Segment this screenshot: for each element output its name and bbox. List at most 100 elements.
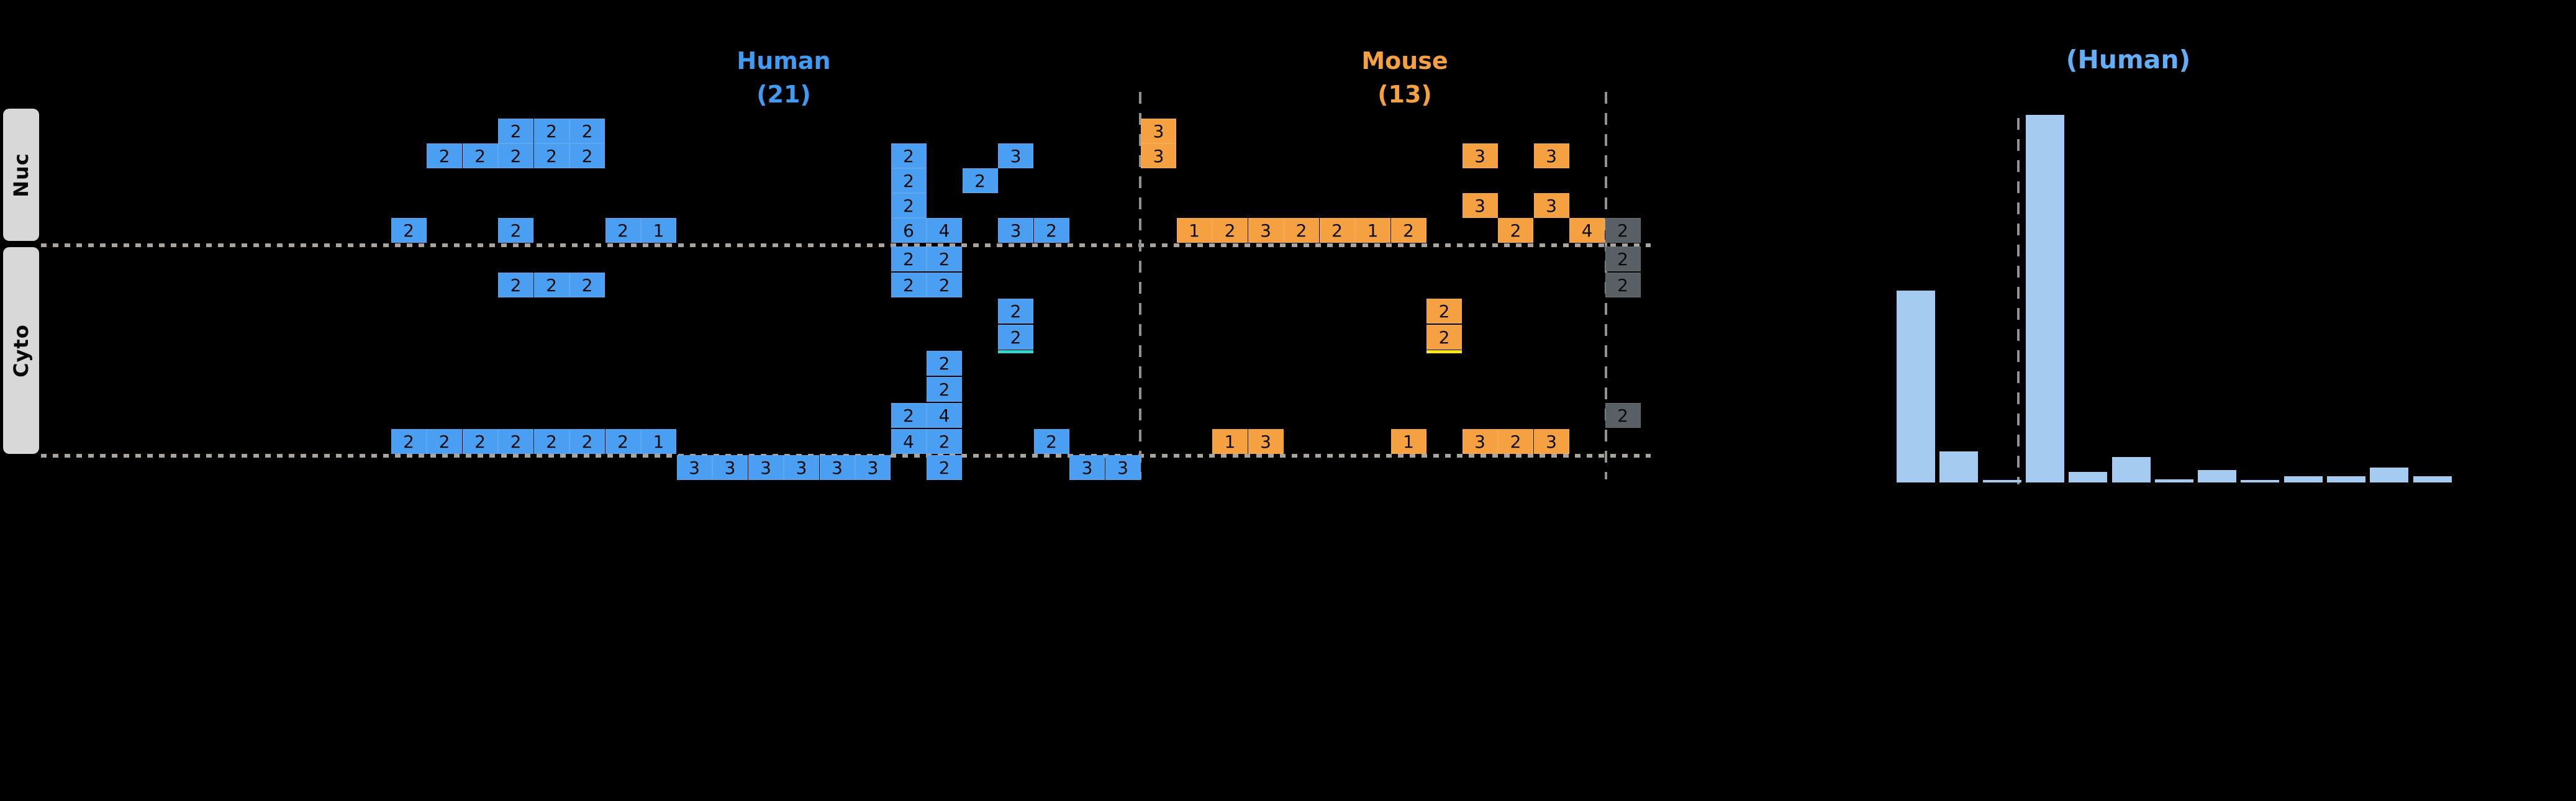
matrix-cell: 3 xyxy=(1141,119,1176,143)
matrix-cell: 2 xyxy=(498,273,533,297)
matrix-cell: 2 xyxy=(927,429,962,454)
bar xyxy=(2327,476,2365,482)
matrix-cell: 3 xyxy=(855,455,891,480)
matrix-cell: 2 xyxy=(498,429,533,454)
bar xyxy=(2154,479,2193,482)
matrix-cell: 3 xyxy=(1533,193,1569,218)
bar xyxy=(2241,480,2280,482)
matrix-cell: 2 xyxy=(1498,429,1533,454)
matrix-cell: 2 xyxy=(1033,429,1069,454)
matrix-cell: 2 xyxy=(533,119,569,143)
matrix-cell: 1 xyxy=(641,218,676,243)
matrix-cell: 2 xyxy=(1284,218,1319,243)
matrix-cell: 1 xyxy=(641,429,676,454)
matrix-cell: 2 xyxy=(1605,273,1641,297)
matrix-cell: 2 xyxy=(533,273,569,297)
matrix-cell: 4 xyxy=(927,403,962,428)
matrix-cell: 2 xyxy=(498,218,533,243)
matrix-cell: 2 xyxy=(891,247,927,271)
matrix-cell: 2 xyxy=(962,168,998,193)
cyto-label: Cyto xyxy=(9,324,33,378)
matrix-cell: 2 xyxy=(891,273,927,297)
matrix-cell: 3 xyxy=(998,143,1033,168)
matrix-cell: 6 xyxy=(891,218,927,243)
matrix-cell: 2 xyxy=(569,143,605,168)
human-group-title: Human xyxy=(737,47,831,75)
matrix-cell: 2 xyxy=(998,299,1033,324)
matrix-cell: 3 xyxy=(748,455,784,480)
human-mouse-dashed-divider xyxy=(1139,92,1141,479)
matrix-cell: 2 xyxy=(1605,247,1641,271)
matrix-cell: 3 xyxy=(1141,143,1176,168)
matrix-cell: 3 xyxy=(1248,218,1284,243)
matrix-cell: 3 xyxy=(1069,455,1105,480)
matrix-cell: 2 xyxy=(1212,218,1248,243)
matrix-cell: 3 xyxy=(1462,143,1498,168)
matrix-cell: 3 xyxy=(1248,429,1284,454)
nuc-baseline-dotted-line xyxy=(41,243,1651,247)
matrix-cell: 3 xyxy=(1533,429,1569,454)
matrix-cell: 2 xyxy=(927,273,962,297)
yellow-underline xyxy=(1426,350,1462,353)
matrix-cell: 3 xyxy=(1105,455,1141,480)
matrix-cell: 3 xyxy=(1533,143,1569,168)
bar xyxy=(1939,451,1979,482)
matrix-cell: 2 xyxy=(498,143,533,168)
bar xyxy=(2283,476,2323,482)
bar xyxy=(2069,472,2108,482)
matrix-cell: 3 xyxy=(784,455,819,480)
matrix-cell: 2 xyxy=(927,351,962,376)
matrix-cell: 2 xyxy=(998,325,1033,350)
matrix-cell: 2 xyxy=(891,143,927,168)
matrix-cell: 2 xyxy=(1426,325,1462,350)
matrix-cell: 1 xyxy=(1355,218,1390,243)
matrix-cell: 2 xyxy=(927,455,962,480)
matrix-cell: 2 xyxy=(569,429,605,454)
matrix-cell: 3 xyxy=(819,455,855,480)
bar xyxy=(1897,291,1935,482)
barchart-title: (Human) xyxy=(2066,45,2191,75)
matrix-cell: 2 xyxy=(462,429,498,454)
matrix-cell: 2 xyxy=(1498,218,1533,243)
matrix-cell: 2 xyxy=(533,143,569,168)
matrix-cell: 2 xyxy=(462,143,498,168)
matrix-cell: 2 xyxy=(1426,299,1462,324)
matrix-cell: 3 xyxy=(1462,193,1498,218)
nuc-fraction-box: Nuc xyxy=(3,109,39,241)
cyto-fraction-box: Cyto xyxy=(3,247,39,454)
matrix-cell: 3 xyxy=(676,455,712,480)
bar xyxy=(2413,476,2452,482)
matrix-cell: 2 xyxy=(533,429,569,454)
matrix-cell: 2 xyxy=(891,403,927,428)
matrix-cell: 2 xyxy=(427,429,462,454)
matrix-cell: 2 xyxy=(1319,218,1355,243)
matrix-cell: 2 xyxy=(427,143,462,168)
matrix-cell: 2 xyxy=(927,247,962,271)
matrix-cell: 4 xyxy=(891,429,927,454)
bar xyxy=(2370,468,2409,482)
cyan-underline xyxy=(998,350,1033,353)
matrix-cell: 2 xyxy=(569,273,605,297)
matrix-cell: 2 xyxy=(1390,218,1426,243)
bar xyxy=(2025,115,2064,482)
matrix-cell: 1 xyxy=(1176,218,1212,243)
matrix-cell: 2 xyxy=(605,218,641,243)
bar xyxy=(2198,470,2237,482)
matrix-cell: 2 xyxy=(927,377,962,402)
matrix-cell: 2 xyxy=(1033,218,1069,243)
nuc-label: Nuc xyxy=(9,152,33,197)
matrix-cell: 3 xyxy=(712,455,748,480)
matrix-cell: 4 xyxy=(927,218,962,243)
matrix-cell: 2 xyxy=(498,119,533,143)
matrix-cell: 1 xyxy=(1212,429,1248,454)
bar xyxy=(2111,457,2151,482)
matrix-cell: 2 xyxy=(1605,218,1641,243)
matrix-cell: 2 xyxy=(391,218,427,243)
matrix-cell: 2 xyxy=(891,168,927,193)
matrix-cell: 2 xyxy=(605,429,641,454)
matrix-cell: 2 xyxy=(569,119,605,143)
mouse-group-title: Mouse xyxy=(1361,47,1448,75)
human-group-count: (21) xyxy=(756,81,811,108)
matrix-cell: 2 xyxy=(891,193,927,218)
